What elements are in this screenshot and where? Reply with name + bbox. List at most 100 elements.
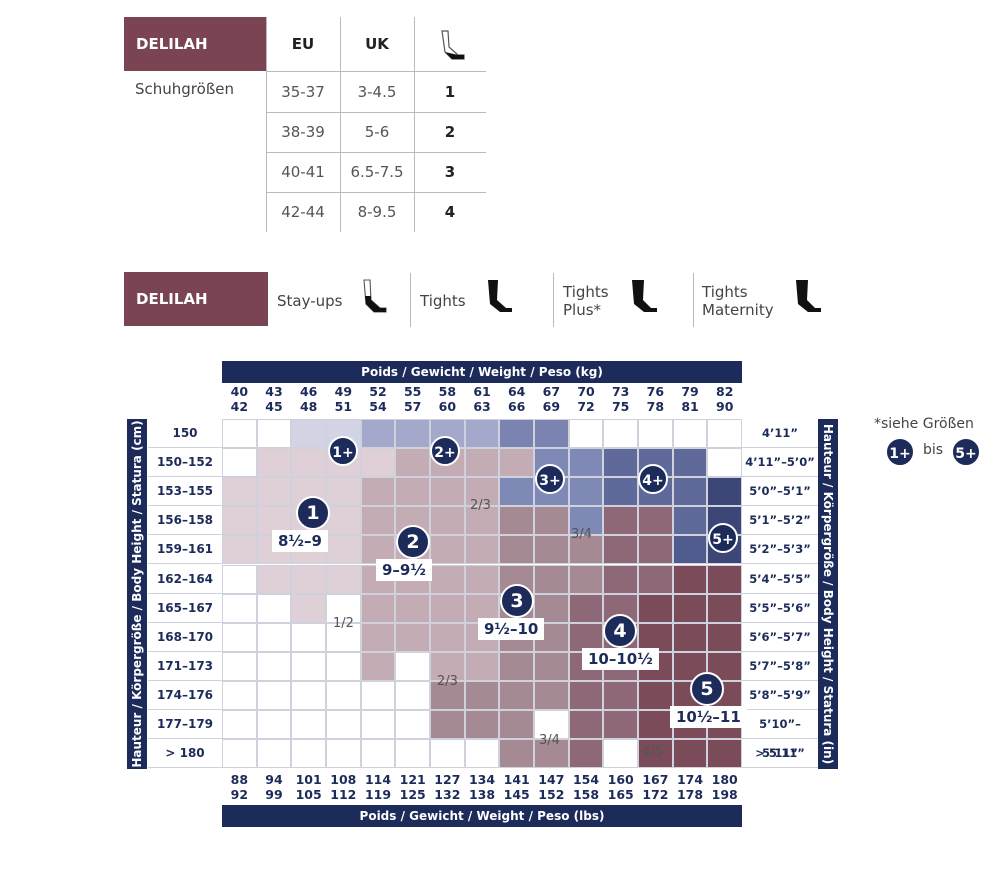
shoe-cell-eu: 42-44 [281,203,325,221]
kg-tick-top: 43 [265,384,283,399]
grid-cell [360,593,396,623]
grid-cell [603,419,639,449]
size-zone-badge: 5 [690,672,724,706]
grid-cell [326,506,361,536]
grid-cell [672,477,708,507]
grid-cell [603,535,639,565]
shoe-cell-size: 4 [444,203,456,221]
grid-cell [603,448,639,478]
kg-tick-bottom: 66 [507,399,526,414]
grid-cell [464,448,500,478]
grid-cell [222,506,257,536]
plus-size-badge: 5+ [708,523,738,553]
grid-cell [256,651,292,681]
tights-plus-line1: Tights [563,283,609,301]
grid-cell [222,680,257,710]
lbs-tick-bottom: 119 [364,787,392,802]
stay-ups-leg-icon [354,276,390,324]
kg-tick-top: 55 [403,384,422,399]
lbs-tick-top: 154 [572,772,600,787]
grid-cell [534,564,569,594]
grid-cell [464,739,500,769]
grid-cell [256,739,292,769]
grid-cell [395,419,430,449]
size-zone-badge: 3 [500,584,534,618]
grid-cell [464,477,500,507]
product-tights-maternity-label: Tights Maternity [702,283,774,319]
shoe-size-label: Schuhgrößen [135,80,235,98]
shoe-table-brand: DELILAH [124,17,266,71]
grid-cell [360,739,396,769]
kg-tick-bottom: 90 [716,399,734,414]
size-zone-range: 10–10½ [582,648,659,670]
grid-cell [707,593,743,623]
grid-cell [568,506,604,536]
grid-cell [534,739,569,769]
grid-cell [395,477,430,507]
plus-size-badge: 2+ [430,436,460,466]
grid-cell [707,739,743,769]
grid-cell [222,593,257,623]
lbs-tick-top: 88 [230,772,249,787]
grid-cell [568,419,604,449]
lbs-tick-bottom: 172 [642,787,669,802]
grid-cell [395,622,430,652]
grid-cell [222,622,257,652]
grid-cell [603,477,639,507]
lbs-tick-top: 114 [364,772,392,787]
lbs-tick-top: 134 [468,772,496,787]
size-zone-badge: 1 [296,496,330,530]
grid-cell [326,564,361,594]
grid-cell [430,651,465,681]
lbs-tick-bottom: 152 [538,787,565,802]
kg-tick-bottom: 42 [230,399,249,414]
kg-tick-top: 61 [473,384,491,399]
grid-cell [638,680,673,710]
grid-cell [568,564,604,594]
grid-cell [464,680,500,710]
grid-cell [326,710,361,740]
height-cm-label: 165–167 [148,594,222,623]
grid-cell [568,593,604,623]
height-in-label: 5’6”–5’7” [742,623,818,652]
grid-cell [326,477,361,507]
grid-cell [603,710,639,740]
overlap-fraction: 3/4 [571,527,592,542]
kg-tick-top: 79 [681,384,699,399]
grid-cell [430,680,465,710]
size-zone-badge: 2 [396,525,430,559]
grid-cell [430,710,465,740]
grid-cell [291,710,326,740]
grid-cell [603,739,639,769]
height-in-label: 5’1”–5’2” [742,506,818,536]
lbs-tick-bottom: 132 [434,787,461,802]
height-cm-label: 159–161 [148,535,222,565]
tights-maternity-line2: Maternity [702,301,774,319]
grid-cell [291,564,326,594]
height-cm-label: 156–158 [148,506,222,536]
lbs-tick-bottom: 198 [711,787,738,802]
note-badge-to: 5+ [951,437,981,467]
grid-cell [395,710,430,740]
grid-cell [291,680,326,710]
grid-cell [499,506,535,536]
height-in-label: 5’8”–5’9” [742,681,818,710]
lbs-tick-bottom: 138 [468,787,496,802]
overlap-fraction: 3/4 [539,733,560,748]
grid-cell [534,710,569,740]
height-cm-label: 168–170 [148,623,222,652]
grid-cell [603,680,639,710]
grid-cell [638,593,673,623]
grid-cell [707,622,743,652]
height-in-label: 4’11”–5’0” [742,448,818,478]
kg-tick-top: 70 [577,384,595,399]
grid-cell [568,448,604,478]
grid-cell [672,506,708,536]
weight-kg-title: Poids / Gewicht / Weight / Peso (kg) [222,361,742,383]
grid-cell [638,710,673,740]
lbs-tick-bottom: 92 [230,787,249,802]
tights-maternity-leg-icon [788,276,824,324]
grid-cell [326,739,361,769]
grid-cell [638,506,673,536]
kg-tick-top: 76 [646,384,665,399]
